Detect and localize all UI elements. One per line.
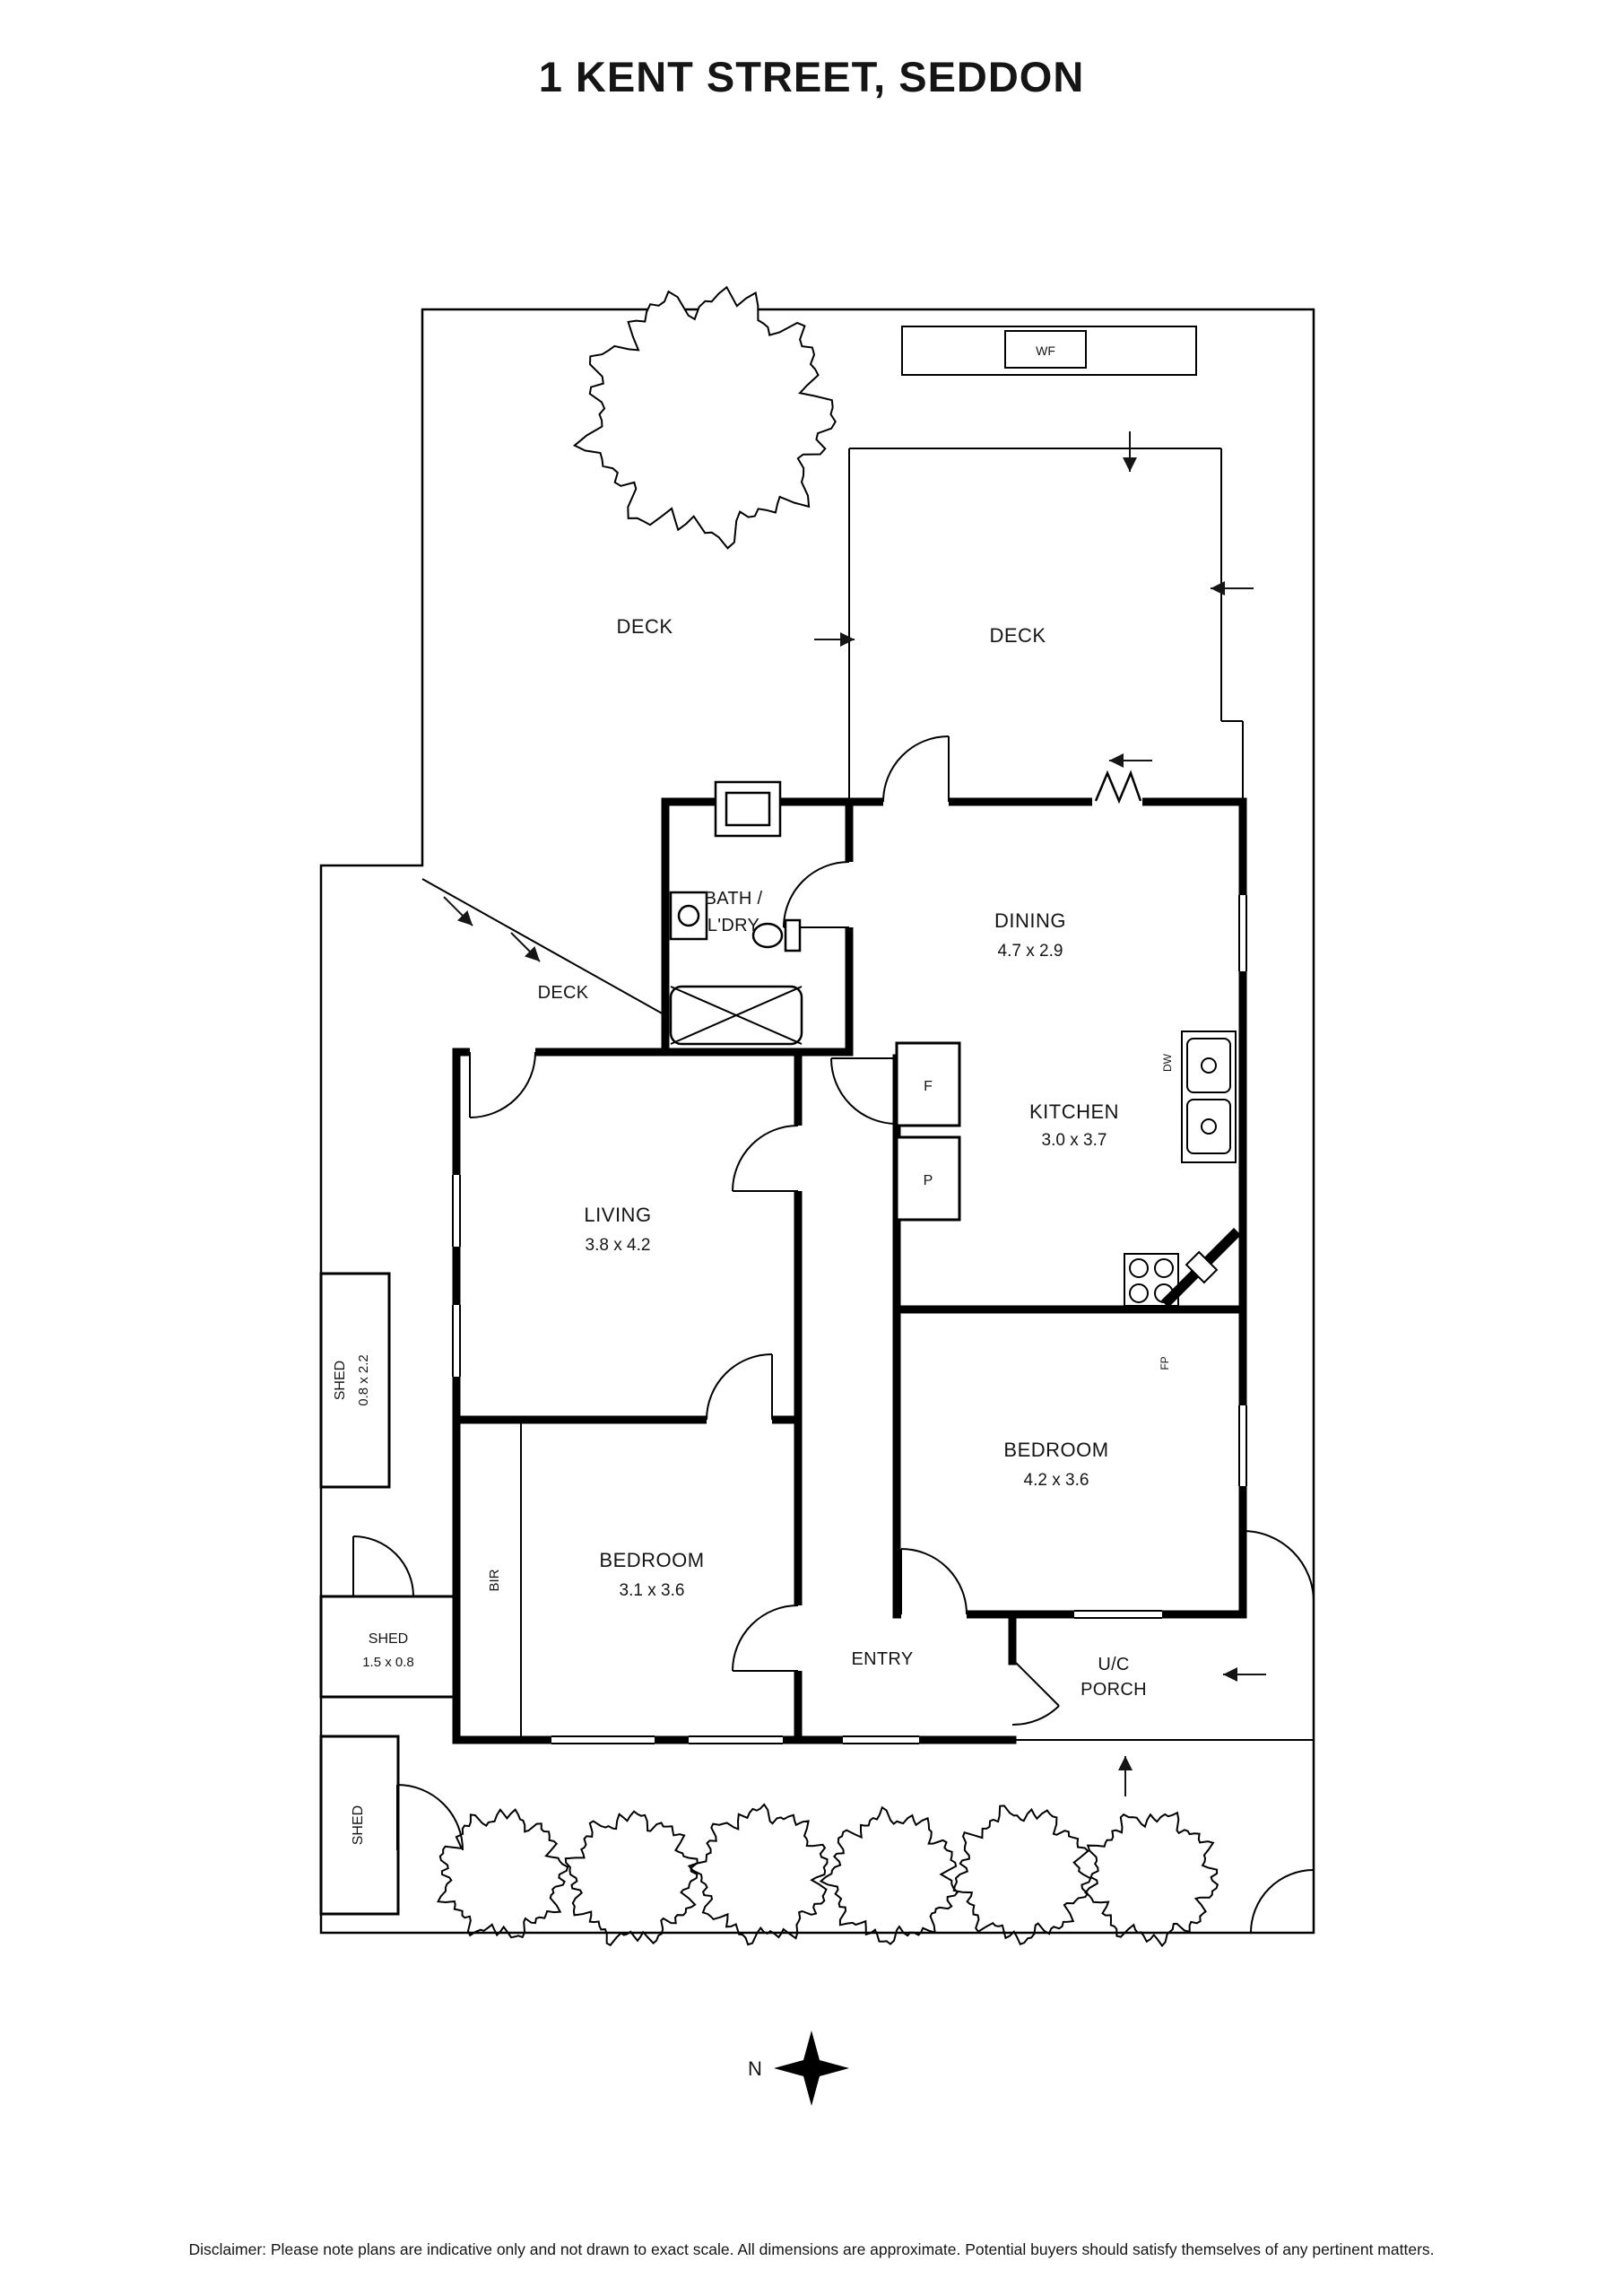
door-leaves (352, 736, 1060, 1850)
label-deck-right: DECK (989, 624, 1046, 647)
boundary-line (319, 308, 1315, 1935)
disclaimer-text: Disclaimer: Please note plans are indica… (188, 2240, 1435, 2258)
hedge-bush (437, 1808, 569, 1939)
label-bedroom-second: BEDROOM (599, 1549, 704, 1571)
wall-break-gap (1092, 794, 1142, 808)
hedge-bush (564, 1810, 699, 1947)
label-wf: WF (1036, 344, 1055, 358)
access-arrows (443, 431, 1266, 1796)
yard-lines (421, 448, 1315, 1934)
window-panes (452, 895, 1247, 1744)
label-shed-wide-dims: 1.5 x 0.8 (362, 1655, 414, 1670)
water-feature (901, 326, 1197, 376)
fridge-nook (895, 1041, 961, 1127)
label-dw: DW (1161, 1053, 1174, 1072)
label-bir: BIR (487, 1569, 502, 1591)
property-boundary (319, 308, 1315, 1935)
arrow-icon (510, 932, 541, 962)
label-porch-1: U/C (1098, 1655, 1129, 1674)
vegetation (437, 285, 1219, 1948)
shed-tall-outline (319, 1272, 391, 1489)
label-porch-2: PORCH (1081, 1680, 1147, 1700)
windows (449, 895, 1250, 1747)
label-bath-1: BATH / (705, 889, 763, 909)
label-kitchen-dims: 3.0 x 3.7 (1042, 1131, 1107, 1150)
shed-rear-outline (319, 1735, 400, 1916)
label-bedroom-main: BEDROOM (1003, 1439, 1108, 1461)
shed-wide-outline (319, 1595, 459, 1699)
label-fp: FP (1159, 1356, 1171, 1370)
label-living-dims: 3.8 x 4.2 (586, 1236, 651, 1255)
label-dining: DINING (994, 909, 1066, 932)
trough-bowl (677, 904, 700, 927)
pantry-nook (895, 1135, 961, 1222)
page-title: 1 KENT STREET, SEDDON (538, 53, 1085, 100)
tree-canopy (572, 285, 837, 550)
hedge-bush (1084, 1811, 1219, 1948)
label-shed-tall: SHED (333, 1361, 348, 1400)
label-bedroom-second-dims: 3.1 x 3.6 (620, 1581, 685, 1600)
wf-box (1004, 330, 1087, 369)
label-fridge: F (924, 1079, 933, 1094)
label-kitchen: KITCHEN (1029, 1100, 1119, 1123)
label-shed-rear: SHED (351, 1805, 366, 1845)
hedge-bush (819, 1805, 959, 1945)
label-deck-left: DECK (616, 615, 673, 638)
burner (1129, 1258, 1149, 1278)
bathtub-cross (670, 986, 803, 1045)
sheds (319, 1272, 459, 1916)
gate-arcs (1242, 1530, 1315, 1934)
label-bedroom-main-dims: 4.2 x 3.6 (1024, 1471, 1089, 1490)
fixtures (669, 780, 1241, 1308)
compass-north-label: N (748, 2057, 762, 2080)
label-deck-small: DECK (538, 983, 589, 1003)
deck-edge-lines (421, 448, 1314, 1741)
sink-drain-1 (1201, 1057, 1217, 1074)
arrow-icon (443, 896, 473, 926)
burner (1129, 1283, 1149, 1303)
label-entry: ENTRY (852, 1649, 914, 1669)
label-living: LIVING (584, 1204, 651, 1226)
sink-drain-2 (1201, 1118, 1217, 1135)
door-swing-arcs (352, 735, 1060, 1851)
toilet-bowl (751, 922, 784, 949)
hedge-bush (952, 1805, 1092, 1946)
labels: DECK DECK DECK BATH / L'DRY DINING 4.7 x… (333, 344, 1174, 1845)
wall-break (1092, 770, 1142, 808)
washer-inner (725, 791, 771, 827)
label-shed-wide: SHED (369, 1631, 408, 1647)
fireplace-hearth (1185, 1250, 1219, 1284)
label-dining-dims: 4.7 x 2.9 (998, 942, 1063, 961)
compass: N (748, 2031, 849, 2106)
toilet-cistern (784, 918, 802, 952)
compass-star-icon (774, 2031, 849, 2106)
hedge-bush (687, 1803, 829, 1946)
zigzag-icon (1094, 770, 1142, 804)
label-bath-2: L'DRY (707, 916, 759, 935)
doors (352, 735, 1060, 1851)
burner (1154, 1258, 1174, 1278)
label-pantry: P (924, 1173, 933, 1188)
label-shed-tall-dims: 0.8 x 2.2 (356, 1354, 371, 1406)
